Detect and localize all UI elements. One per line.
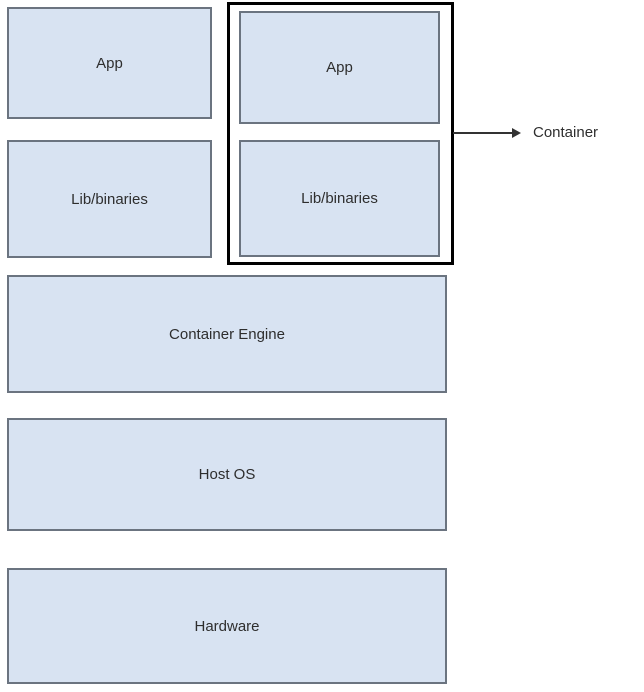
container-lib-binaries-box: Lib/binaries	[239, 140, 440, 257]
hardware-layer-box: Hardware	[7, 568, 447, 684]
host-os-layer-box: Host OS	[7, 418, 447, 531]
host-lib-binaries-box: Lib/binaries	[7, 140, 212, 258]
host-app-box: App	[7, 7, 212, 119]
container-callout-label: Container	[533, 124, 599, 141]
container-callout-arrow-line	[453, 132, 513, 134]
container-app-box: App	[239, 11, 440, 124]
container-callout-arrow-head-icon	[512, 128, 521, 138]
container-engine-layer-box: Container Engine	[7, 275, 447, 393]
container-group-frame: App Lib/binaries	[227, 2, 454, 265]
